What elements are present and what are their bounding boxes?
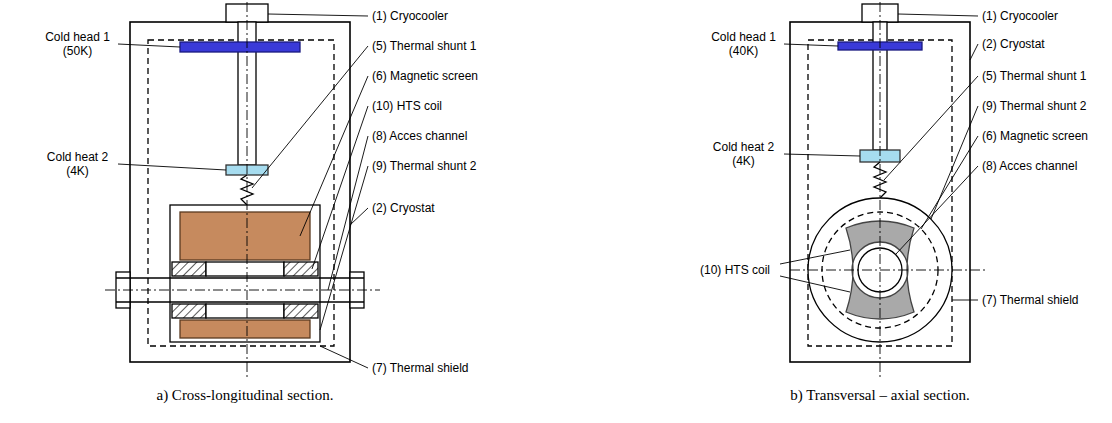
callout-label: (10) HTS coil	[700, 263, 770, 277]
callout-label: Cold head 1 (50K)	[40, 30, 115, 58]
callout-label: (10) HTS coil	[372, 99, 442, 113]
callout-label: (6) Magnetic screen	[982, 129, 1088, 143]
callout-label: (8) Acces channel	[982, 159, 1077, 173]
figure-caption: a) Cross-longitudinal section.	[156, 386, 333, 404]
access-channel-wall	[116, 301, 364, 302]
callout-label: (5) Thermal shunt 1	[372, 39, 477, 53]
leader-line	[780, 276, 850, 292]
cold-head-1	[180, 42, 300, 52]
leader-line	[952, 300, 978, 301]
magnetic-screen	[180, 212, 310, 260]
leader-line	[784, 154, 860, 156]
hts-coil-section	[172, 262, 206, 276]
leader-line	[921, 136, 978, 229]
callout-label: (1) Cryocooler	[982, 9, 1058, 23]
callout-label: (7) Thermal shield	[982, 293, 1078, 307]
axis-line	[880, 2, 881, 380]
leader-lines	[118, 14, 368, 368]
axis-line	[790, 270, 985, 271]
leader-line	[320, 346, 368, 368]
coil-former	[206, 262, 284, 276]
leader-lines	[780, 14, 978, 300]
callout-label: (5) Thermal shunt 1	[982, 69, 1087, 83]
leader-line	[320, 166, 368, 330]
hts-coil-section	[172, 304, 206, 318]
callout-label: (6) Magnetic screen	[372, 69, 478, 83]
longitudinal-section	[105, 2, 380, 380]
axis-line	[105, 290, 380, 291]
leader-line	[970, 44, 978, 60]
cryostat-wall	[130, 22, 350, 362]
magnetic-screen	[180, 320, 310, 338]
leader-line	[300, 76, 368, 236]
callout-label: (8) Acces channel	[372, 129, 467, 143]
callout-label: (2) Cryostat	[372, 201, 435, 215]
leader-line	[931, 106, 978, 219]
leader-line	[898, 14, 978, 16]
leader-line	[328, 136, 368, 290]
leader-line	[884, 76, 978, 180]
coil-former	[206, 304, 284, 318]
callout-label: (7) Thermal shield	[372, 361, 468, 375]
hts-coil-section	[284, 304, 318, 318]
leader-line	[350, 208, 368, 225]
callout-label: Cold head 1 (40K)	[706, 30, 781, 58]
leader-line	[780, 250, 850, 264]
callout-label: (9) Thermal shunt 2	[982, 99, 1087, 113]
leader-line	[268, 14, 368, 16]
axis-line	[247, 2, 248, 380]
callout-label: (1) Cryocooler	[372, 9, 448, 23]
callout-label: Cold heat 2 (4K)	[40, 150, 115, 178]
hts-coil-section	[284, 262, 318, 276]
leader-line	[896, 166, 978, 254]
figure-caption: b) Transversal – axial section.	[790, 386, 970, 404]
axial-section	[790, 2, 985, 380]
callout-label: (2) Cryostat	[982, 37, 1045, 51]
access-channel-wall	[116, 277, 364, 278]
callout-label: (9) Thermal shunt 2	[372, 159, 477, 173]
callout-label: Cold heat 2 (4K)	[706, 140, 781, 168]
leader-line	[118, 44, 180, 47]
leader-line	[118, 164, 226, 170]
coil-housing	[170, 205, 320, 342]
leader-line	[784, 44, 838, 46]
